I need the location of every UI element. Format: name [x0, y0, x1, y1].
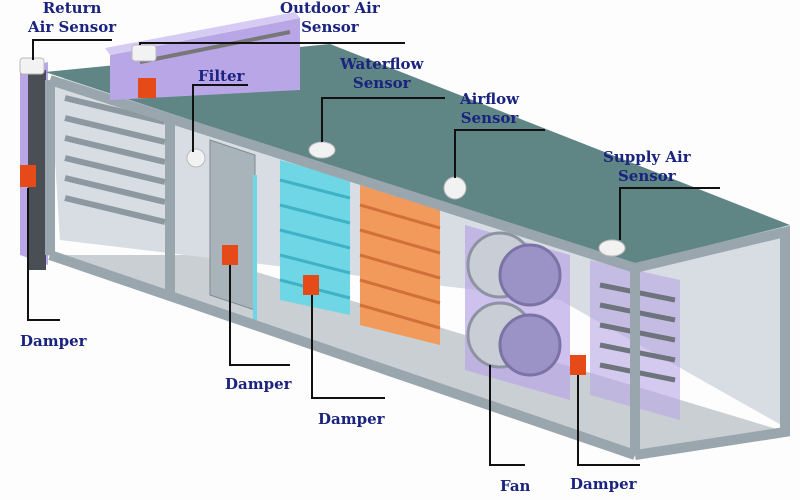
- cooling-coil: [253, 160, 351, 320]
- label-damper-supply: Damper: [570, 475, 637, 493]
- label-airflow-sensor: Airflow Sensor: [460, 90, 520, 127]
- label-waterflow-sensor: Waterflow Sensor: [340, 55, 424, 92]
- label-outdoor-air-sensor: Outdoor Air Sensor: [280, 0, 380, 36]
- leader-lines: [27, 39, 720, 466]
- heating-coil: [359, 185, 441, 345]
- label-filter: Filter: [198, 67, 245, 85]
- label-supply-air-sensor: Supply Air Sensor: [603, 148, 691, 185]
- left-frame-post: [28, 70, 46, 270]
- return-damper-blades: [64, 95, 166, 225]
- unit-roof: [45, 44, 790, 265]
- waterflow-sensor-icon: [308, 141, 336, 159]
- unit-floor: [45, 255, 780, 455]
- front-frame: [45, 75, 790, 460]
- filter-sensor-icon: [186, 148, 206, 168]
- label-return-air-sensor: Return Air Sensor: [28, 0, 117, 36]
- label-damper-filter: Damper: [225, 375, 292, 393]
- supply-air-sensor-icon: [598, 239, 626, 257]
- outdoor-air-duct: [105, 12, 300, 100]
- label-damper-coil: Damper: [318, 410, 385, 428]
- fan-wheels: [466, 231, 562, 377]
- label-damper-return: Damper: [20, 332, 87, 350]
- airflow-sensor-icon: [443, 176, 467, 200]
- outdoor-air-sensor-icon: [131, 44, 157, 62]
- label-fan: Fan: [500, 477, 531, 495]
- filter-panel: [209, 139, 256, 311]
- return-air-sensor-icon: [19, 57, 45, 75]
- damper-actuators: [20, 78, 586, 375]
